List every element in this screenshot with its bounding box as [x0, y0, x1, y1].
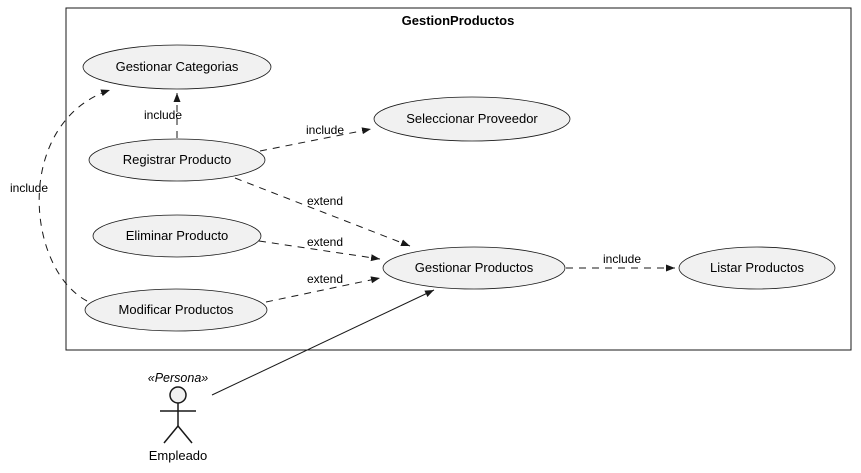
edge-labels: include include extend extend extend inc…	[10, 108, 641, 286]
usecase-label: Gestionar Categorias	[116, 59, 239, 74]
usecase-ellipse	[82, 44, 272, 90]
usecase-ellipse	[88, 138, 266, 182]
actor-stereotype: «Persona»	[148, 371, 209, 385]
edge-empleado-to-gestionarproductos	[211, 289, 435, 396]
edge-label-include-listar: include	[603, 252, 641, 266]
system-boundary-title: GestionProductos	[402, 13, 515, 28]
edge-registrar-to-gestionarproductos-extend	[234, 177, 411, 247]
usecase-gestionar-categorias: Gestionar Categorias	[82, 44, 272, 90]
usecase-gestionar-productos: Gestionar Productos	[382, 246, 566, 290]
usecase-ellipse	[84, 288, 268, 332]
usecase-label: Listar Productos	[710, 260, 804, 275]
actor-name: Empleado	[149, 448, 208, 463]
edge-modificar-to-categorias-include-curve	[38, 89, 111, 302]
usecase-registrar-producto: Registrar Producto	[88, 138, 266, 182]
actor-left-leg-icon	[163, 425, 179, 444]
usecase-seleccionar-proveedor: Seleccionar Proveedor	[373, 96, 571, 142]
usecase-label: Modificar Productos	[119, 302, 234, 317]
usecase-ellipse	[92, 214, 262, 258]
edges	[38, 89, 675, 396]
actor-head-icon	[169, 386, 187, 404]
edge-label-include-curve: include	[10, 181, 48, 195]
actor-right-leg-icon	[177, 425, 193, 444]
usecase-modificar-productos: Modificar Productos	[84, 288, 268, 332]
edge-registrar-to-proveedor-include	[259, 127, 372, 152]
usecase-eliminar-producto: Eliminar Producto	[92, 214, 262, 258]
actor-empleado: «Persona» Empleado	[148, 371, 209, 463]
usecase-label: Seleccionar Proveedor	[406, 111, 538, 126]
system-boundary	[65, 7, 852, 351]
usecase-listar-productos: Listar Productos	[678, 246, 836, 290]
edge-label-extend-modificar: extend	[307, 272, 343, 286]
edge-label-extend-registrar: extend	[307, 194, 343, 208]
usecase-label: Registrar Producto	[123, 152, 231, 167]
edge-modificar-to-gestionarproductos-extend	[265, 276, 381, 303]
usecase-label: Gestionar Productos	[415, 260, 534, 275]
edge-label-include-proveedor: include	[306, 123, 344, 137]
edge-label-extend-eliminar: extend	[307, 235, 343, 249]
usecase-ellipse	[678, 246, 836, 290]
edge-label-include-categorias: include	[144, 108, 182, 122]
usecase-label: Eliminar Producto	[126, 228, 229, 243]
usecase-ellipse	[373, 96, 571, 142]
usecase-ellipse	[382, 246, 566, 290]
